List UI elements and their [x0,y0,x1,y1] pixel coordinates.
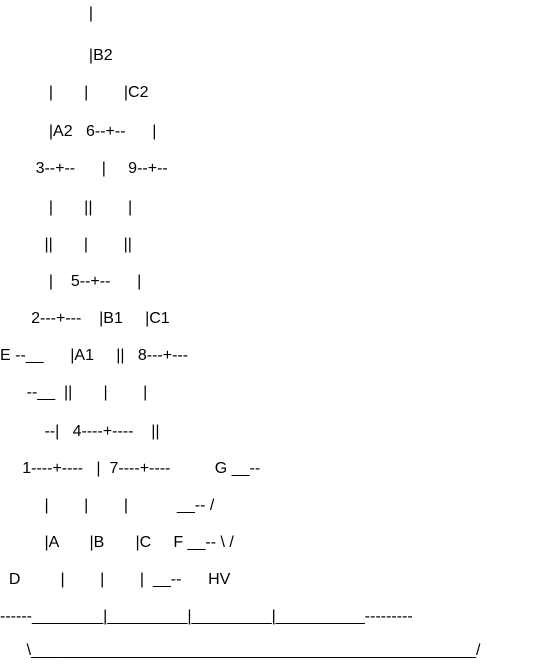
diagram-line-4: |A2 6--+-- | [0,123,157,140]
diagram-line-18: \_______________________________________… [0,642,481,659]
diagram-line-3: | | |C2 [0,84,149,101]
diagram-line-12: --| 4----+---- || [0,423,160,440]
diagram-line-5: 3--+-- | 9--+-- [0,160,168,177]
diagram-line-15: |A |B |C F __-- \ / [0,534,234,551]
diagram-line-11: --__ || | | [0,384,148,401]
diagram-line-1: | [0,5,94,22]
diagram-line-6: | || | [0,199,133,216]
diagram-line-14: | | | __-- / [0,497,215,514]
diagram-line-13: 1----+---- | 7----+---- G __-- [0,460,261,477]
diagram-line-16: D | | | __-- HV [0,571,231,588]
diagram-line-10: E --__ |A1 || 8---+--- [0,347,189,364]
diagram-line-17: ------________|_________|_________|_____… [0,608,413,625]
diagram-line-2: |B2 [0,47,113,64]
diagram-line-8: | 5--+-- | [0,273,142,290]
diagram-line-7: || | || [0,236,132,253]
diagram-line-9: 2---+--- |B1 |C1 [0,310,170,327]
